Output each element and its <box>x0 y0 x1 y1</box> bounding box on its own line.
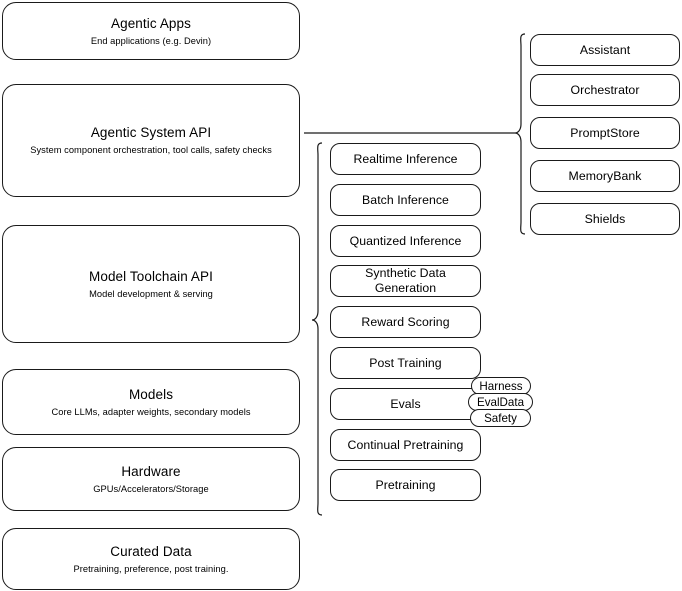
layer-title: Models <box>128 386 174 402</box>
item-label: Orchestrator <box>570 82 640 97</box>
item-label: Reward Scoring <box>361 314 450 329</box>
toolchain-item-reward-scoring[interactable]: Reward Scoring <box>330 306 481 338</box>
item-label: MemoryBank <box>568 168 642 183</box>
toolchain-item-batch-inference[interactable]: Batch Inference <box>330 184 481 216</box>
item-label: Evals <box>390 396 421 411</box>
system-item-shields[interactable]: Shields <box>530 203 680 235</box>
eval-tag-safety[interactable]: Safety <box>470 409 531 427</box>
layer-hardware[interactable]: Hardware GPUs/Accelerators/Storage <box>2 447 300 511</box>
layer-title: Hardware <box>121 463 181 479</box>
layer-subtitle: End applications (e.g. Devin) <box>90 35 212 46</box>
item-label: Post Training <box>369 355 442 370</box>
item-label: Synthetic Data Generation <box>365 266 446 295</box>
layer-title: Agentic System API <box>90 125 212 140</box>
toolchain-item-pretraining[interactable]: Pretraining <box>330 469 481 501</box>
layer-subtitle: GPUs/Accelerators/Storage <box>93 483 209 494</box>
item-label: Realtime Inference <box>353 151 458 166</box>
pill-label: Safety <box>484 411 517 425</box>
item-label: Quantized Inference <box>349 233 462 248</box>
brace-system-items <box>514 33 526 235</box>
layer-models[interactable]: Models Core LLMs, adapter weights, secon… <box>2 369 300 435</box>
toolchain-item-continual-pretraining[interactable]: Continual Pretraining <box>330 429 481 461</box>
toolchain-item-synthetic-data-generation[interactable]: Synthetic Data Generation <box>330 265 481 297</box>
layer-model-toolchain-api[interactable]: Model Toolchain API Model development & … <box>2 225 300 343</box>
layer-title: Model Toolchain API <box>89 268 213 284</box>
item-label: Batch Inference <box>362 192 449 207</box>
layer-subtitle: Core LLMs, adapter weights, secondary mo… <box>51 406 251 417</box>
system-item-orchestrator[interactable]: Orchestrator <box>530 74 680 106</box>
system-item-promptstore[interactable]: PromptStore <box>530 117 680 149</box>
system-item-memorybank[interactable]: MemoryBank <box>530 160 680 192</box>
layer-agentic-apps[interactable]: Agentic Apps End applications (e.g. Devi… <box>2 2 300 60</box>
item-label: Assistant <box>579 42 631 57</box>
toolchain-item-realtime-inference[interactable]: Realtime Inference <box>330 143 481 175</box>
layer-agentic-system-api[interactable]: Agentic System API System component orch… <box>2 84 300 197</box>
layer-title: Agentic Apps <box>110 15 191 31</box>
pill-label: EvalData <box>476 395 525 409</box>
layer-subtitle: Model development & serving <box>89 288 213 299</box>
system-item-assistant[interactable]: Assistant <box>530 34 680 66</box>
layer-subtitle: Pretraining, preference, post training. <box>73 563 229 574</box>
toolchain-item-quantized-inference[interactable]: Quantized Inference <box>330 225 481 257</box>
item-label: Continual Pretraining <box>347 437 464 452</box>
item-label: PromptStore <box>570 125 640 140</box>
toolchain-item-post-training[interactable]: Post Training <box>330 347 481 379</box>
brace-toolchain-items <box>311 142 323 516</box>
toolchain-item-evals[interactable]: Evals <box>330 388 481 420</box>
layer-title: Curated Data <box>110 543 192 559</box>
item-label: Shields <box>584 211 626 226</box>
layer-subtitle: System component orchestration, tool cal… <box>30 145 272 155</box>
item-label: Pretraining <box>375 477 436 492</box>
pill-label: Harness <box>479 379 523 393</box>
layer-curated-data[interactable]: Curated Data Pretraining, preference, po… <box>2 528 300 590</box>
